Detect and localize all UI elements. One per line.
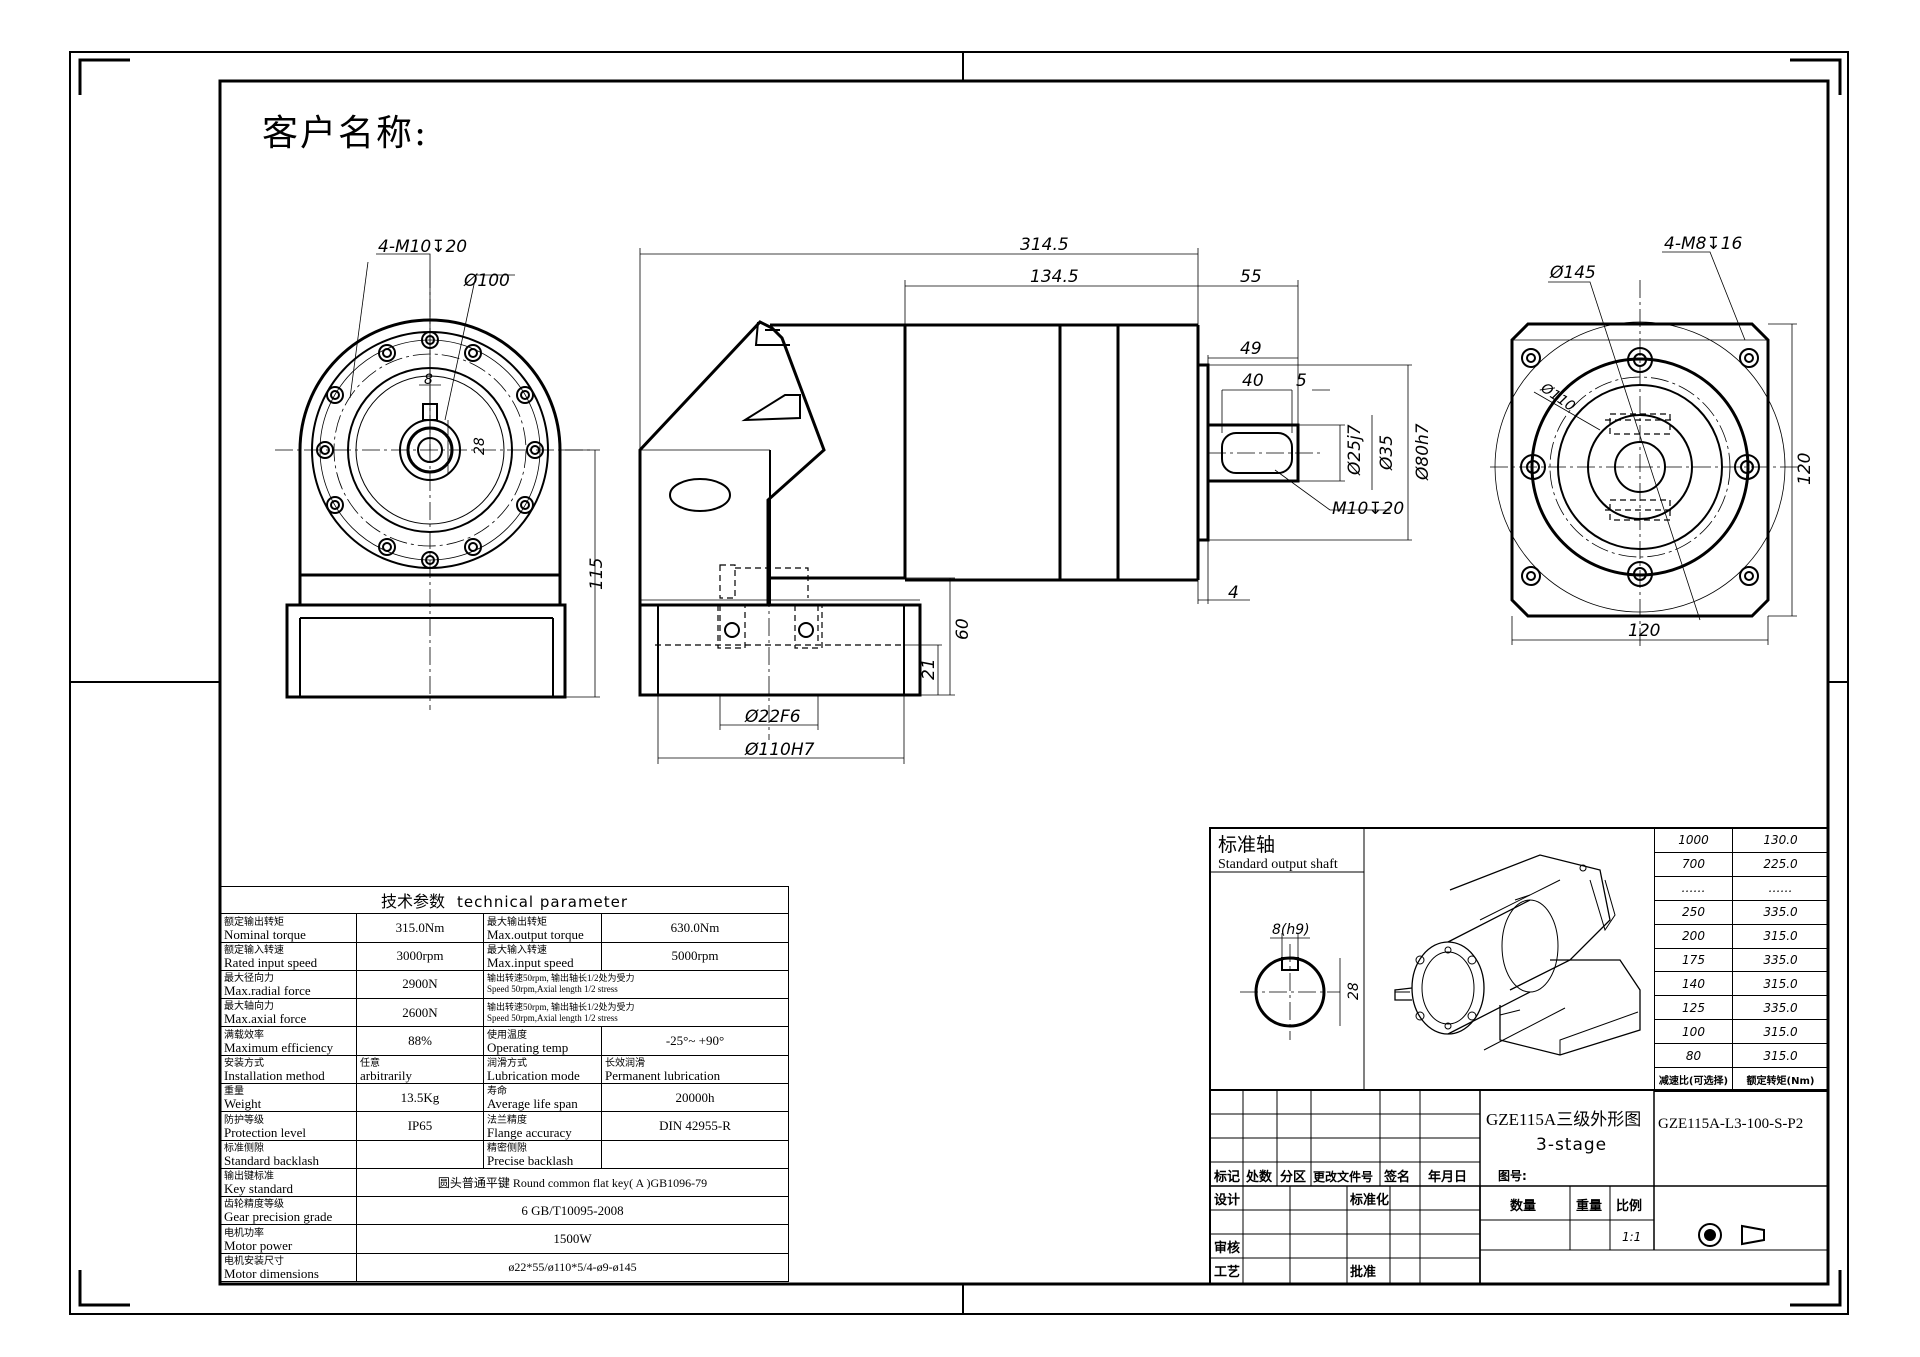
front-key-width: 8 bbox=[424, 372, 433, 388]
tb-drawing-no: 图号: bbox=[1498, 1168, 1527, 1183]
side-foot-height: 21 bbox=[919, 658, 939, 680]
side-body-length: 134.5 bbox=[1030, 267, 1079, 287]
front-center-height: 115 bbox=[587, 558, 607, 590]
tb-zone: 分区 bbox=[1280, 1169, 1306, 1185]
table-footer-row: 减速比(可选择)额定转矩(Nm) bbox=[1654, 1067, 1829, 1092]
side-pilot-dia: Ø80h7 bbox=[1413, 423, 1433, 481]
side-flange-step: 4 bbox=[1228, 583, 1239, 603]
tb-scale: 比例 bbox=[1616, 1198, 1642, 1214]
tb-mark: 标记 bbox=[1213, 1169, 1240, 1185]
tb-approve: 批准 bbox=[1350, 1264, 1376, 1280]
side-key-offset: 5 bbox=[1296, 371, 1307, 391]
side-shaft-dia: Ø25j7 bbox=[1345, 424, 1365, 476]
end-square-height: 120 bbox=[1795, 453, 1815, 485]
shaft-height-dim: 28 bbox=[1346, 982, 1362, 1000]
side-dim-49: 49 bbox=[1240, 339, 1262, 359]
side-input-bore: Ø22F6 bbox=[744, 707, 801, 727]
end-view bbox=[1490, 251, 1800, 650]
side-flange-dia: Ø35 bbox=[1377, 435, 1397, 471]
side-base-height: 60 bbox=[953, 618, 973, 640]
model-number: GZE115A-L3-100-S-P2 bbox=[1658, 1116, 1803, 1132]
title-block-grid bbox=[1209, 1089, 1829, 1285]
tb-date: 年月日 bbox=[1428, 1169, 1467, 1185]
side-shaft-length: 55 bbox=[1240, 267, 1262, 287]
tb-change-doc: 更改文件号 bbox=[1313, 1169, 1373, 1184]
front-thread-note: 4-M10↧20 bbox=[378, 237, 467, 257]
side-overall-length: 314.5 bbox=[1020, 235, 1069, 255]
tb-sign: 签名 bbox=[1383, 1169, 1410, 1185]
drawing-title: GZE115A三级外形图 bbox=[1486, 1110, 1641, 1129]
front-view bbox=[275, 253, 600, 710]
side-input-pilot: Ø110H7 bbox=[744, 740, 815, 760]
table-row: ………… bbox=[1654, 875, 1829, 901]
tb-scale-value: 1:1 bbox=[1622, 1230, 1641, 1244]
tb-qty: 数量 bbox=[1510, 1198, 1536, 1214]
front-key-height: 28 bbox=[472, 437, 488, 455]
gearbox-iso-image bbox=[1394, 854, 1641, 1056]
shaft-key-dim: 8(h9) bbox=[1272, 922, 1310, 938]
tb-count: 处数 bbox=[1245, 1169, 1273, 1185]
side-tap-note: M10↧20 bbox=[1332, 499, 1404, 519]
shaft-box-title-cn: 标准轴 bbox=[1218, 834, 1275, 856]
shaft-box-title-en: Standard output shaft bbox=[1218, 857, 1338, 872]
drawing-subtitle: 3-stage bbox=[1536, 1135, 1607, 1155]
customer-name-label: 客户名称: bbox=[262, 113, 429, 154]
tb-standardize: 标准化 bbox=[1349, 1192, 1389, 1208]
tb-process: 工艺 bbox=[1214, 1264, 1240, 1280]
side-view bbox=[638, 248, 1412, 764]
end-pcd-label: Ø145 bbox=[1549, 263, 1596, 283]
tb-design: 设计 bbox=[1214, 1192, 1240, 1208]
end-square-width: 120 bbox=[1628, 621, 1660, 641]
front-pcd-label: Ø100 bbox=[463, 271, 510, 291]
tb-weight: 重量 bbox=[1576, 1198, 1602, 1214]
projection-symbol-icon bbox=[1698, 1223, 1765, 1247]
tb-review: 审核 bbox=[1214, 1240, 1240, 1256]
end-thread-note: 4-M8↧16 bbox=[1664, 234, 1742, 254]
side-key-length: 40 bbox=[1242, 371, 1264, 391]
